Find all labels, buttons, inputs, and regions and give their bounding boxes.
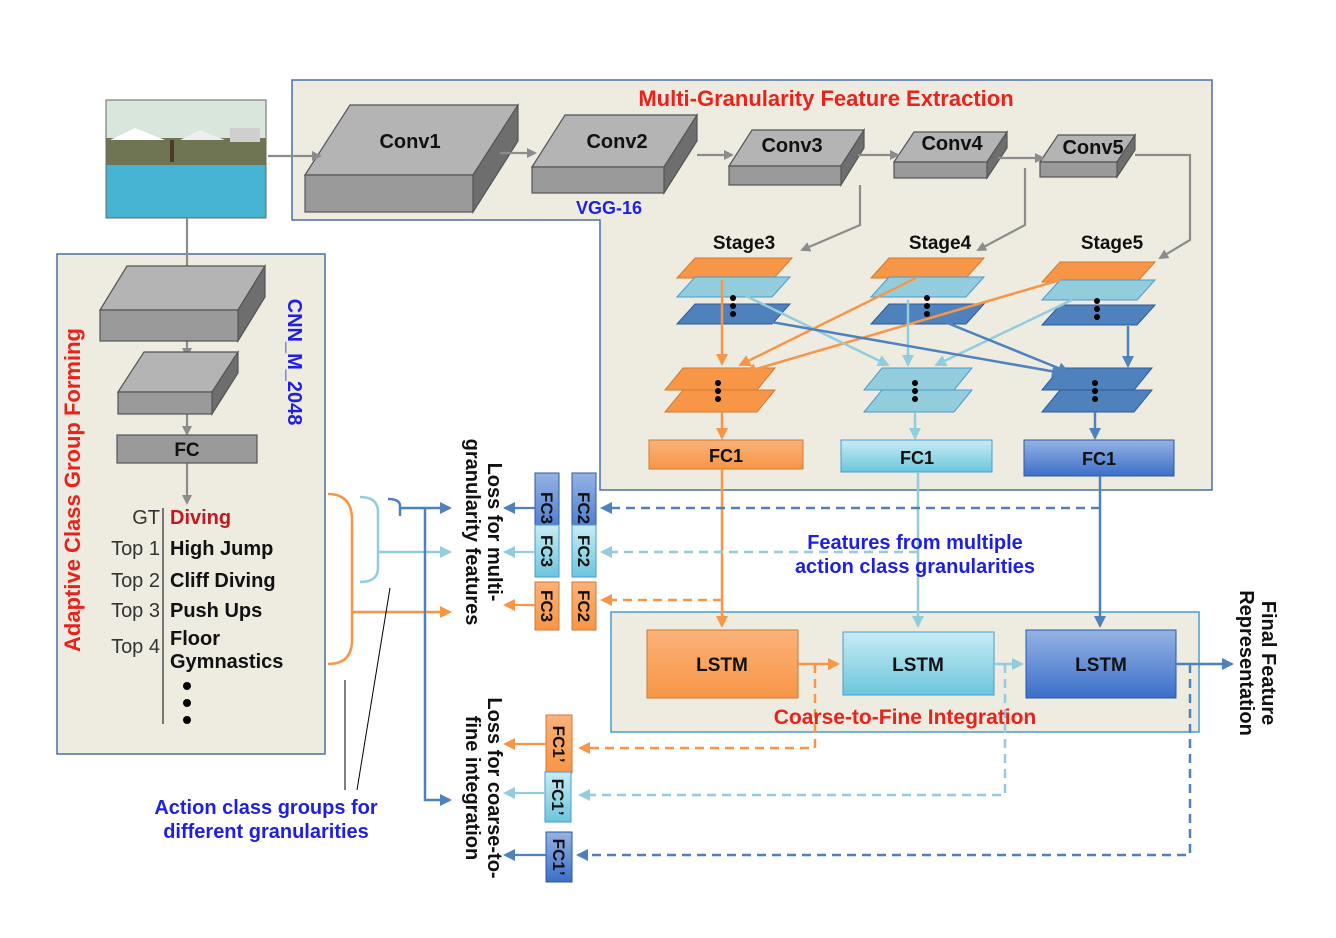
fused-lightblue-maps	[862, 367, 974, 413]
fc1-orange-box	[648, 439, 804, 470]
features-annotation-line1: Features from multiple	[807, 532, 1023, 554]
fc3-orange-head	[534, 581, 560, 631]
fc3-blue-label: FC3	[537, 492, 556, 524]
lstm-orange-label: LSTM	[696, 655, 748, 676]
cnn-name-label: CNN_M_2048	[283, 299, 305, 426]
fc2-orange-label: FC2	[574, 590, 593, 622]
rank3-label: Top 3	[111, 600, 160, 622]
rank3-name: Push Ups	[170, 600, 262, 622]
lstm-orange-box	[646, 629, 799, 699]
fc3-lightblue-label: FC3	[537, 535, 556, 567]
gt-label: GT	[132, 507, 160, 529]
fc1p-blue-label: FC1’	[549, 839, 568, 876]
conv4-block	[892, 130, 1009, 180]
rank2-label: Top 2	[111, 570, 160, 592]
stage5-label: Stage5	[1081, 233, 1144, 254]
loss-multi-line1: Loss for multi-	[483, 463, 505, 602]
conv1-label: Conv1	[379, 131, 440, 153]
loss-c2f-line1: Loss for coarse-to-	[483, 697, 505, 878]
integration-title: Coarse-to-Fine Integration	[774, 706, 1037, 729]
fc2-blue-label: FC2	[574, 492, 593, 524]
fc2-lightblue-label: FC2	[574, 535, 593, 567]
fc1-lightblue-box	[840, 439, 993, 473]
conv4-label: Conv4	[921, 133, 983, 155]
conv5-label: Conv5	[1062, 137, 1123, 159]
feature-extraction-title: Multi-Granularity Feature Extraction	[638, 86, 1013, 111]
loss-multi-line2: granularity features	[461, 439, 483, 626]
rank1-name: High Jump	[170, 538, 273, 560]
gt-value: Diving	[170, 507, 231, 529]
fc3-orange-label: FC3	[537, 590, 556, 622]
groups-annotation-line2: different granularities	[163, 821, 369, 843]
fc1-blue-box	[1023, 439, 1175, 477]
features-annotation-line2: action class granularities	[795, 556, 1035, 578]
conv1-block	[303, 102, 520, 215]
fc2-lightblue-head	[571, 524, 597, 578]
conv5-block	[1038, 133, 1137, 179]
fc1-lightblue-label: FC1	[900, 448, 934, 468]
lstm-lightblue-box	[842, 631, 995, 696]
cnn-block-1	[98, 263, 267, 344]
conv2-label: Conv2	[586, 131, 647, 153]
input-video-frame	[105, 99, 267, 219]
rank2-name: Cliff Diving	[170, 570, 276, 592]
vgg16-label: VGG-16	[576, 198, 642, 218]
rank4-name-line1: Floor	[170, 628, 220, 650]
loss-c2f-line2: fine integration	[461, 716, 483, 860]
groups-annotation-line1: Action class groups for	[154, 797, 378, 819]
ellipsis-dots	[183, 295, 1100, 724]
rank4-name-line2: Gymnastics	[170, 651, 283, 673]
lstm-lightblue-label: LSTM	[892, 655, 944, 676]
fc1p-blue-head	[545, 831, 573, 883]
fc1p-lightblue-label: FC1’	[548, 779, 567, 816]
final-feature-line2: Representation	[1235, 590, 1257, 736]
lstm-blue-box	[1025, 629, 1177, 699]
fc1p-orange-head	[545, 714, 573, 774]
cnn-fc-label: FC	[174, 440, 200, 461]
fc1-blue-label: FC1	[1082, 449, 1116, 469]
fc1p-lightblue-head	[544, 771, 572, 823]
lstm-blue-label: LSTM	[1075, 655, 1127, 676]
stage4-label: Stage4	[909, 233, 972, 254]
fc2-orange-head	[571, 581, 597, 631]
rank1-label: Top 1	[111, 538, 160, 560]
class-group-title: Adaptive Class Group Forming	[60, 328, 85, 652]
stage3-maps	[675, 257, 794, 325]
rank4-label: Top 4	[111, 636, 160, 658]
conv3-label: Conv3	[761, 135, 822, 157]
stage3-label: Stage3	[713, 233, 775, 254]
conv2-block	[530, 112, 699, 196]
conv3-block	[727, 127, 866, 188]
fc1-orange-label: FC1	[709, 446, 743, 466]
fc1p-orange-label: FC1’	[549, 726, 568, 763]
cnn-block-2	[116, 349, 240, 417]
cnn-fc-box	[116, 434, 258, 464]
final-feature-line1: Final Feature	[1257, 601, 1279, 725]
